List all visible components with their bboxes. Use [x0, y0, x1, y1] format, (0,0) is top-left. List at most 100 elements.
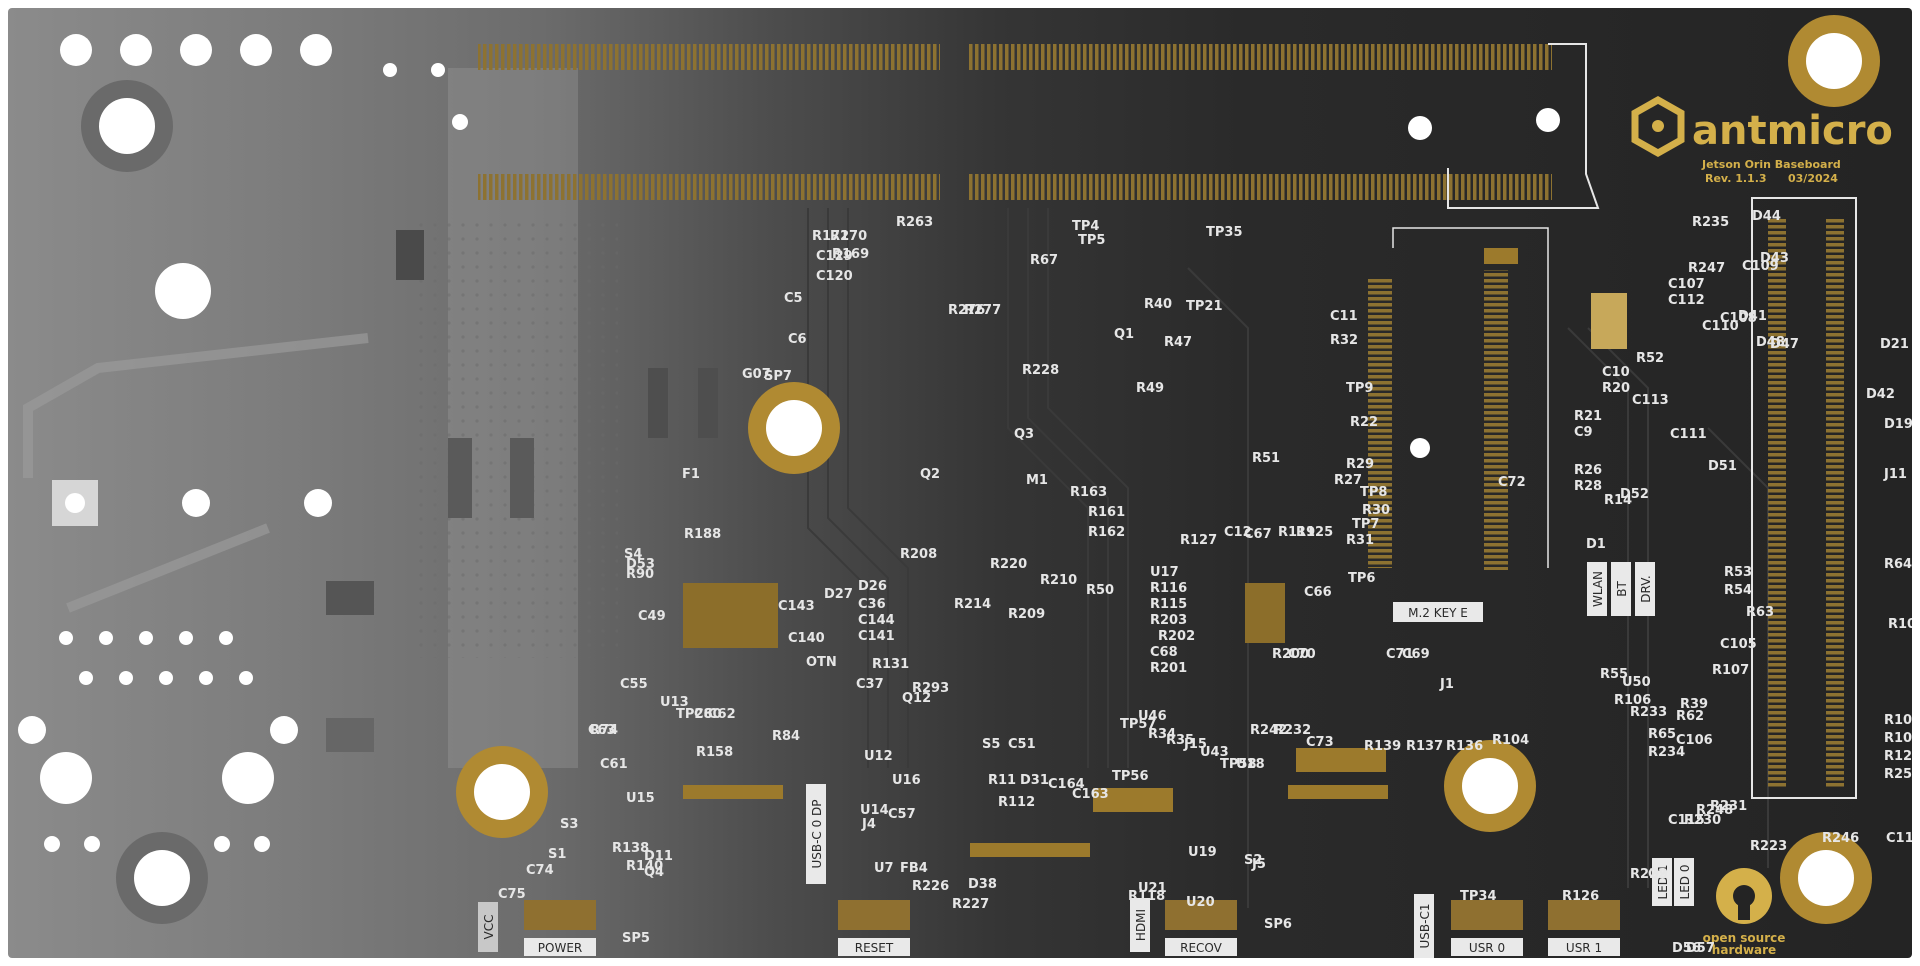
refdes-q2: Q2 [920, 467, 940, 482]
refdes-d52: D52 [1620, 487, 1649, 502]
refdes-j5: J5 [1251, 857, 1266, 872]
refdes-otn: OTN [806, 655, 837, 670]
refdes-c111: C111 [1670, 427, 1707, 442]
refdes-r102: R102 [1884, 731, 1912, 746]
refdes-d11: D11 [644, 849, 673, 864]
pcb-artwork: antmicro Jetson Orin Baseboard Rev. 1.1.… [8, 8, 1912, 958]
refdes-c120: C120 [816, 269, 853, 284]
label-recov: RECOV [1180, 941, 1223, 955]
refdes-d26: D26 [858, 579, 887, 594]
refdes-c70: C70 [1288, 647, 1316, 662]
switch-labels: POWER RESET RECOV USR 0 USR 1 [524, 938, 1620, 956]
refdes-r119: R119 [1278, 525, 1315, 540]
refdes-r39: R39 [1680, 697, 1708, 712]
refdes-sp7: SP7 [764, 369, 792, 384]
refdes-r104: R104 [8, 8, 45, 12]
refdes-r222: R222 [1630, 867, 1667, 882]
refdes-d44: D44 [1752, 209, 1781, 224]
refdes-r246: R246 [1822, 831, 1859, 846]
refdes-r223: R223 [1750, 839, 1787, 854]
label-power: POWER [538, 941, 582, 955]
refdes-tp6: TP6 [1348, 571, 1375, 586]
refdes-r35: R35 [1166, 733, 1194, 748]
refdes-u13: U13 [660, 695, 689, 710]
refdes-c163: C163 [1072, 787, 1109, 802]
refdes-r106: R106 [8, 8, 45, 12]
refdes-q9: Q9 [1648, 867, 1668, 882]
refdes-u15: U15 [626, 791, 655, 806]
refdes-r52: R52 [1636, 351, 1664, 366]
refdes-r32: R32 [1330, 333, 1358, 348]
j11-connector [1768, 218, 1786, 788]
refdes-r201: R201 [1150, 661, 1187, 676]
refdes-c143: C143 [778, 599, 815, 614]
refdes-j1: J1 [1439, 677, 1454, 692]
refdes-tp35: TP35 [1206, 225, 1243, 240]
refdes-c140: C140 [788, 631, 825, 646]
refdes-r140: R140 [626, 859, 663, 874]
refdes-r54: R54 [1724, 583, 1752, 598]
refdes-q3: Q3 [1014, 427, 1034, 442]
refdes-r137: R137 [1406, 739, 1443, 754]
refdes-q1: Q1 [1114, 327, 1134, 342]
refdes-r170: R170 [830, 229, 867, 244]
refdes-r162: R162 [1088, 525, 1125, 540]
refdes-r247: R247 [1688, 261, 1725, 276]
refdes-r14: R14 [1604, 493, 1632, 508]
refdes-r228: R228 [1022, 363, 1059, 378]
refdes-r209: R209 [1008, 607, 1045, 622]
refdes-c114: C114 [1886, 831, 1912, 846]
label-reset: RESET [855, 941, 894, 955]
refdes-s5: S5 [982, 737, 1000, 752]
refdes-c49: C49 [638, 609, 666, 624]
refdes-sp5: SP5 [622, 931, 650, 946]
bottom-connectors [683, 748, 1388, 857]
refdes-r112: R112 [998, 795, 1035, 810]
refdes-r100: R100 [1888, 617, 1912, 632]
refdes-c67: C67 [1244, 527, 1272, 542]
refdes-r74: R74 [590, 723, 618, 738]
refdes-r231: R231 [1710, 799, 1747, 814]
refdes-r139: R139 [1364, 739, 1401, 754]
refdes-c115: C115 [1668, 813, 1705, 828]
refdes-q4: Q4 [644, 865, 664, 880]
refdes-c164: C164 [1048, 777, 1085, 792]
refdes-u17: U17 [1150, 565, 1179, 580]
oshw-line1: open source [1703, 931, 1786, 945]
refdes-r30: R30 [1362, 503, 1390, 518]
refdes-d41: D41 [1738, 309, 1767, 324]
refdes-c71: C71 [1386, 647, 1414, 662]
refdes-r47: R47 [1164, 335, 1192, 350]
refdes-d43: D43 [1760, 251, 1789, 266]
label-bt: BT [1615, 581, 1629, 597]
refdes-r129: R129 [1884, 749, 1912, 764]
refdes-c141: C141 [858, 629, 895, 644]
refdes-c109: C109 [1742, 259, 1779, 274]
refdes-tp21: TP21 [1186, 299, 1223, 314]
refdes-r125: R125 [1296, 525, 1333, 540]
refdes-c63: C63 [588, 723, 616, 738]
label-usr1: USR 1 [1566, 941, 1602, 955]
refdes-c6: C6 [788, 332, 807, 347]
refdes-c37: C37 [856, 677, 884, 692]
refdes-d60: D60 [8, 8, 37, 12]
refdes-c106: C106 [1676, 733, 1713, 748]
refdes-c113: C113 [1632, 393, 1669, 408]
refdes-r63: R63 [1746, 605, 1774, 620]
refdes-tp58: TP58 [1220, 757, 1257, 772]
refdes-c104: C104 [8, 8, 45, 12]
refdes-c5: C5 [784, 291, 803, 306]
refdes-r65: R65 [1648, 727, 1676, 742]
refdes-r235: R235 [1692, 215, 1729, 230]
refdes-d57: D57 [1686, 941, 1715, 956]
refdes-r101: R101 [1884, 713, 1912, 728]
refdes-r214: R214 [954, 597, 991, 612]
refdes-tp9: TP9 [1346, 381, 1373, 396]
label-m2: M.2 KEY E [1408, 606, 1468, 620]
refdes-c36: C36 [858, 597, 886, 612]
refdes-r31: R31 [1346, 533, 1374, 548]
refdes-r248: R248 [1696, 803, 1733, 818]
refdes-g07: G07 [742, 367, 771, 382]
label-usbc1: USB-C1 [1418, 904, 1432, 949]
